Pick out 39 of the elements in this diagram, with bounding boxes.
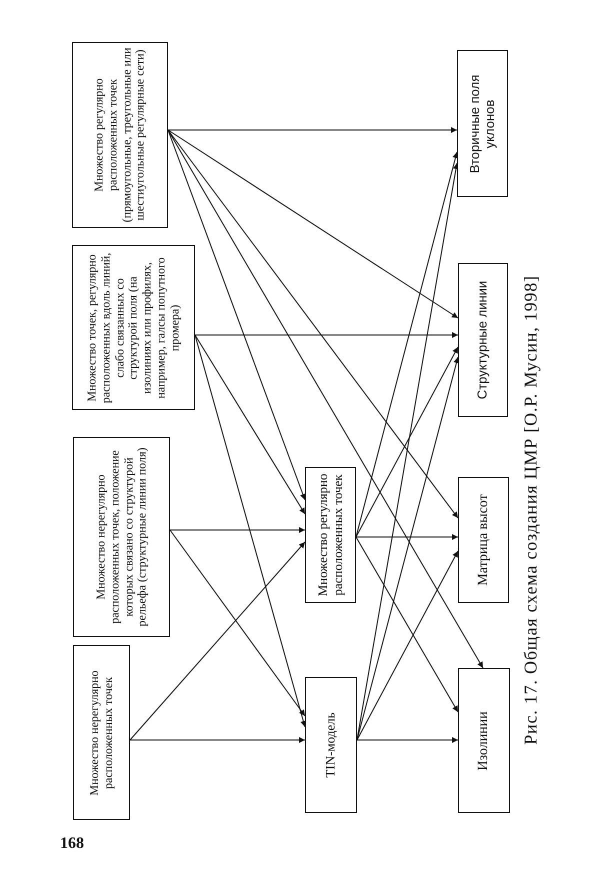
box-text: Изолинии bbox=[476, 710, 492, 771]
arrow bbox=[168, 127, 458, 133]
page-number: 168 bbox=[60, 835, 84, 853]
arrow bbox=[170, 527, 306, 533]
process-box bbox=[458, 263, 508, 417]
box-text: Матрица высот bbox=[475, 494, 492, 586]
arrow bbox=[168, 130, 458, 318]
box-text: Множество точек, регулярно расположенных вдоль линий, слабо связанных со структурой поля (на изолиниях или профилях, например, галсы попутного промера) bbox=[85, 252, 182, 404]
arrow bbox=[356, 737, 458, 743]
box-text: Множество нерегулярно расположенных точек, положение которых связано со структурой рельефа (структурные линии поля) bbox=[94, 447, 150, 627]
process-box bbox=[73, 645, 130, 820]
process-box bbox=[457, 50, 508, 197]
arrow bbox=[194, 332, 458, 338]
arrow bbox=[356, 346, 458, 538]
arrow bbox=[170, 530, 306, 716]
arrow bbox=[356, 534, 458, 540]
box-text: Множество регулярно расположенных точек (прямоугольные, треугольные или шестиугольные регулярные сети) bbox=[92, 47, 148, 223]
arrow bbox=[130, 542, 306, 740]
arrow bbox=[168, 130, 306, 500]
arrow bbox=[356, 550, 458, 740]
process-box bbox=[72, 245, 195, 410]
arrow bbox=[194, 334, 306, 728]
box-text: Множество нерегулярно расположенных точек bbox=[88, 669, 116, 796]
box-text: Структурные линии bbox=[476, 280, 490, 400]
box-text: Множество регулярно расположенных точек bbox=[316, 473, 346, 597]
arrow bbox=[356, 536, 458, 712]
box-text: TIN-модель bbox=[324, 712, 338, 778]
arrow bbox=[194, 334, 306, 514]
arrow bbox=[168, 130, 484, 668]
process-box bbox=[458, 668, 510, 813]
process-box bbox=[72, 42, 168, 228]
process-box bbox=[305, 467, 356, 603]
process-box bbox=[458, 477, 509, 603]
process-box bbox=[73, 437, 170, 637]
arrow bbox=[130, 737, 306, 743]
arrow bbox=[168, 130, 458, 518]
box-text: Вторичные поля уклонов bbox=[468, 74, 498, 174]
figure-caption: Рис. 17. Общая схема создания ЦМР [О.Р. Мусин, 1998] bbox=[520, 275, 542, 745]
process-box bbox=[305, 677, 357, 813]
